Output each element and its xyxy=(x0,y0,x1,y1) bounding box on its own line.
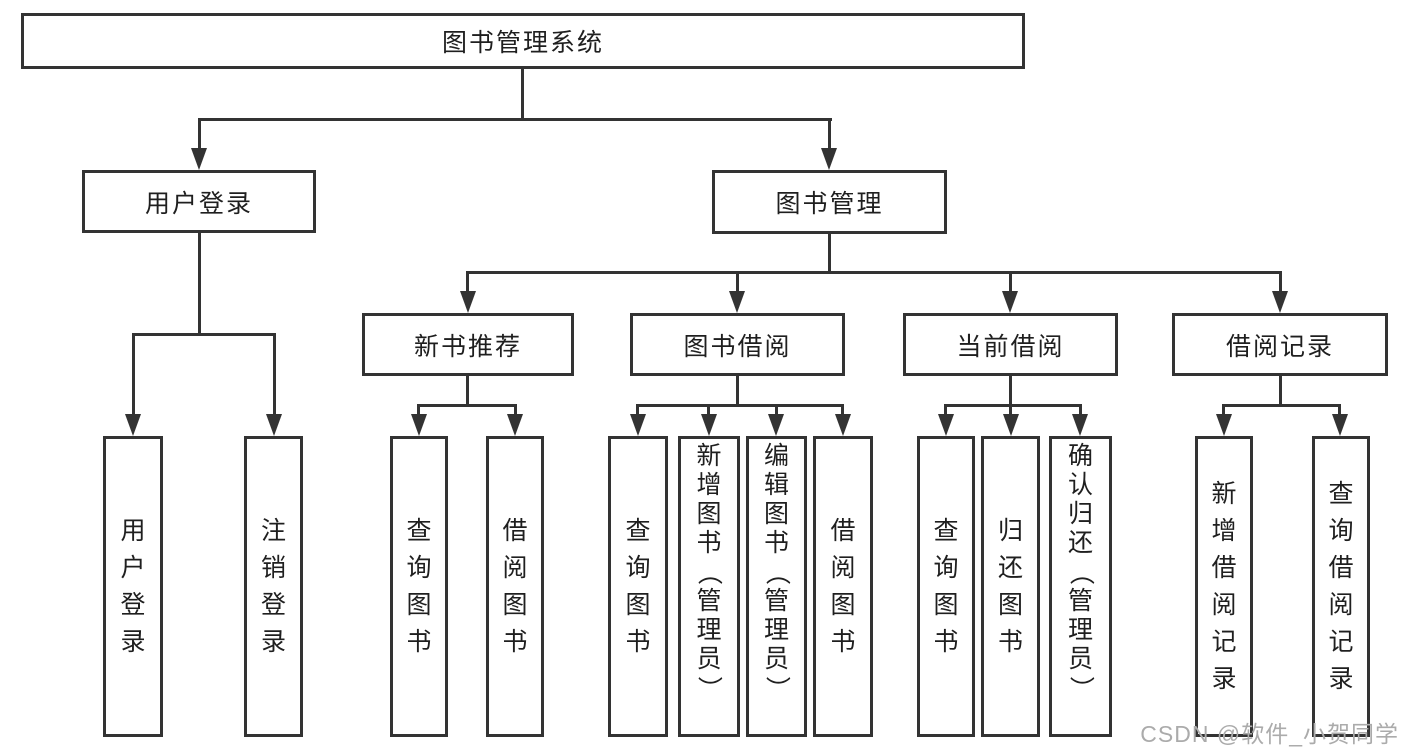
connector-line xyxy=(198,118,832,121)
node-label: 注销登录 xyxy=(260,516,286,656)
connector-line xyxy=(1009,404,1012,417)
node-label: 查询图书 xyxy=(406,516,432,656)
connector-line xyxy=(707,404,710,417)
node-label: 图书借阅 xyxy=(683,332,792,361)
connector-arrowhead xyxy=(1216,414,1232,436)
node-label: 查询图书 xyxy=(625,516,651,656)
node-label: 新增图书（管理员） xyxy=(695,442,724,702)
connector-line xyxy=(466,271,469,294)
connector-line xyxy=(636,404,844,407)
node-label: 用户登录 xyxy=(144,189,253,218)
connector-arrowhead xyxy=(507,414,523,436)
leaf-return-books: 归还图书 xyxy=(981,436,1040,737)
connector-arrowhead xyxy=(1332,414,1348,436)
connector-arrowhead xyxy=(630,414,646,436)
connector-arrowhead xyxy=(1072,414,1088,436)
leaf-query-books-current: 查询图书 xyxy=(917,436,975,737)
connector-line xyxy=(1222,404,1340,407)
node-root-library-system: 图书管理系统 xyxy=(21,13,1025,69)
connector-line xyxy=(466,271,1282,274)
node-label: 新书推荐 xyxy=(413,332,522,361)
connector-line xyxy=(1009,376,1012,407)
connector-line xyxy=(417,404,420,417)
node-label: 归还图书 xyxy=(997,516,1023,656)
node-label: 确认归还（管理员） xyxy=(1066,442,1095,702)
node-label: 借阅图书 xyxy=(830,516,856,656)
connector-line xyxy=(828,118,831,150)
leaf-edit-book-admin: 编辑图书（管理员） xyxy=(746,436,807,737)
connector-line xyxy=(828,234,831,274)
node-new-book-recommend: 新书推荐 xyxy=(362,313,574,376)
leaf-logout: 注销登录 xyxy=(244,436,303,737)
connector-arrowhead xyxy=(821,148,837,170)
node-current-borrowing: 当前借阅 xyxy=(903,313,1118,376)
node-book-borrowing: 图书借阅 xyxy=(630,313,845,376)
connector-line xyxy=(944,404,947,417)
connector-line xyxy=(521,69,524,121)
connector-line xyxy=(1009,271,1012,294)
connector-line xyxy=(514,404,517,417)
connector-line xyxy=(841,404,844,417)
connector-line xyxy=(132,333,135,415)
connector-line xyxy=(417,404,517,407)
connector-line xyxy=(198,118,201,150)
connector-arrowhead xyxy=(835,414,851,436)
connector-arrowhead xyxy=(266,414,282,436)
node-label: 借阅图书 xyxy=(502,516,528,656)
leaf-query-borrow-record: 查询借阅记录 xyxy=(1312,436,1370,737)
node-label: 用户登录 xyxy=(120,516,146,656)
connector-arrowhead xyxy=(1003,414,1019,436)
leaf-query-books-recommend: 查询图书 xyxy=(390,436,448,737)
node-book-management: 图书管理 xyxy=(712,170,947,234)
node-user-login: 用户登录 xyxy=(82,170,316,233)
leaf-borrow-books-borrowing: 借阅图书 xyxy=(813,436,873,737)
leaf-add-book-admin: 新增图书（管理员） xyxy=(678,436,740,737)
connector-line xyxy=(466,376,469,407)
leaf-add-borrow-record: 新增借阅记录 xyxy=(1195,436,1253,737)
node-label: 图书管理系统 xyxy=(441,29,604,57)
connector-line xyxy=(736,376,739,407)
connector-line xyxy=(132,333,276,336)
node-label: 新增借阅记录 xyxy=(1211,479,1237,693)
node-label: 编辑图书（管理员） xyxy=(762,442,791,702)
node-label: 查询图书 xyxy=(933,516,959,656)
node-label: 查询借阅记录 xyxy=(1328,479,1354,693)
connector-arrowhead xyxy=(701,414,717,436)
leaf-user-login: 用户登录 xyxy=(103,436,163,737)
node-label: 借阅记录 xyxy=(1225,332,1334,361)
connector-arrowhead xyxy=(460,291,476,313)
connector-arrowhead xyxy=(729,291,745,313)
leaf-borrow-books-recommend: 借阅图书 xyxy=(486,436,544,737)
leaf-query-books-borrowing: 查询图书 xyxy=(608,436,668,737)
node-label: 当前借阅 xyxy=(956,332,1065,361)
connector-arrowhead xyxy=(125,414,141,436)
connector-line xyxy=(1279,376,1282,407)
connector-arrowhead xyxy=(411,414,427,436)
connector-line xyxy=(1338,404,1341,417)
connector-line xyxy=(944,404,1082,407)
connector-line xyxy=(775,404,778,417)
connector-arrowhead xyxy=(1002,291,1018,313)
leaf-confirm-return-admin: 确认归还（管理员） xyxy=(1049,436,1112,737)
connector-line xyxy=(636,404,639,417)
connector-line xyxy=(198,233,201,336)
csdn-watermark: CSDN @软件_小贺同学 xyxy=(1140,721,1399,747)
connector-arrowhead xyxy=(1272,291,1288,313)
connector-arrowhead xyxy=(938,414,954,436)
connector-arrowhead xyxy=(768,414,784,436)
connector-line xyxy=(1079,404,1082,417)
connector-line xyxy=(273,333,276,415)
node-borrowing-records: 借阅记录 xyxy=(1172,313,1388,376)
connector-line xyxy=(1279,271,1282,294)
connector-arrowhead xyxy=(191,148,207,170)
connector-line xyxy=(1222,404,1225,417)
connector-line xyxy=(736,271,739,294)
node-label: 图书管理 xyxy=(775,190,884,218)
